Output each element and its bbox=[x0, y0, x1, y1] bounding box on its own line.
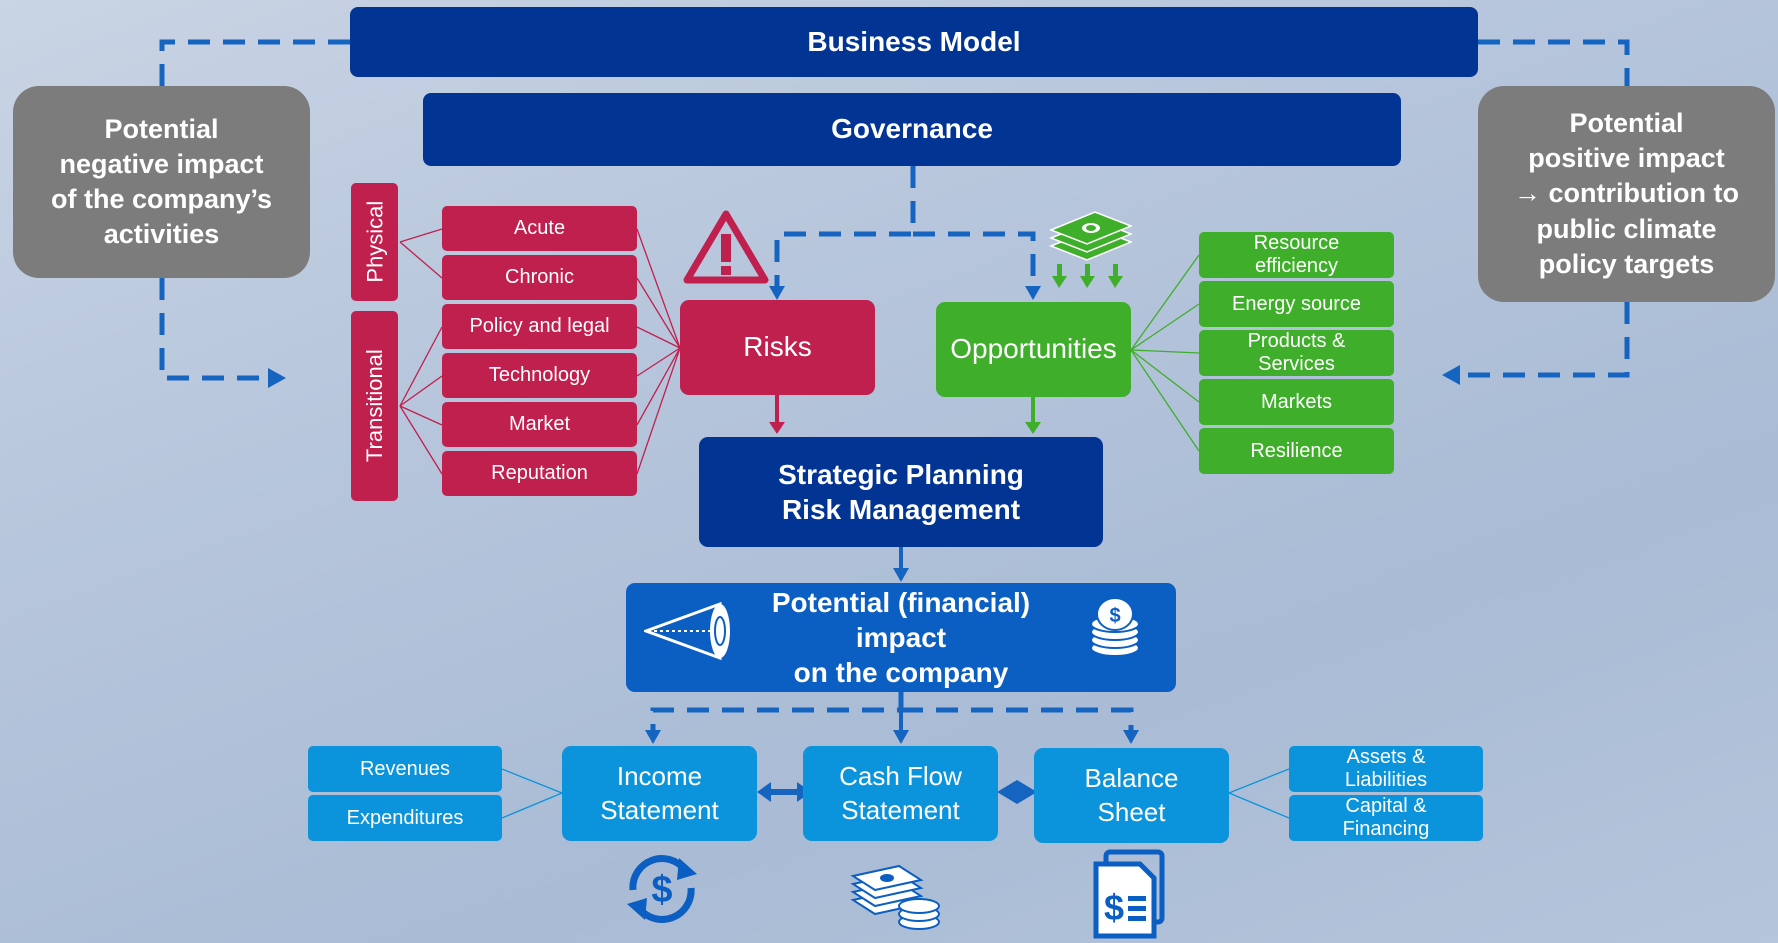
risk-item-policy-legal: Policy and legal bbox=[442, 304, 637, 349]
physical-group-label: Physical bbox=[351, 183, 398, 301]
opportunity-item-energy-source: Energy source bbox=[1199, 281, 1394, 327]
money-stack-icon bbox=[1048, 211, 1134, 288]
risk-item-technology: Technology bbox=[442, 353, 637, 398]
cashflow-statement-label: Cash Flow Statement bbox=[839, 760, 962, 825]
svg-text:$: $ bbox=[651, 869, 672, 911]
svg-text:$: $ bbox=[1104, 887, 1124, 928]
income-item-revenues: Revenues bbox=[308, 746, 502, 792]
risk-item-market: Market bbox=[442, 402, 637, 447]
balance-item-capital-financing: Capital & Financing bbox=[1289, 795, 1483, 841]
opportunity-item-resilience: Resilience bbox=[1199, 428, 1394, 474]
governance-label: Governance bbox=[831, 113, 993, 145]
negative-impact-box: Potential negative impact of the company… bbox=[13, 86, 310, 278]
risk-item-chronic: Chronic bbox=[442, 255, 637, 300]
risks-box: Risks bbox=[680, 300, 875, 395]
opportunity-item-products-services: Products & Services bbox=[1199, 330, 1394, 376]
opportunity-item-markets: Markets bbox=[1199, 379, 1394, 425]
risk-item-acute: Acute bbox=[442, 206, 637, 251]
positive-impact-box: Potential positive impact → contribution… bbox=[1478, 86, 1775, 302]
income-statement-box: Income Statement bbox=[562, 746, 757, 841]
governance-box: Governance bbox=[423, 93, 1401, 166]
strategic-planning-box: Strategic Planning Risk Management bbox=[699, 437, 1103, 547]
dollar-document-icon: $ bbox=[1093, 849, 1165, 939]
coin-stack-icon: $ bbox=[1090, 597, 1140, 657]
risks-label: Risks bbox=[743, 331, 812, 363]
income-statement-label: Income Statement bbox=[600, 760, 719, 825]
scenario-cone-icon bbox=[644, 601, 730, 661]
warning-icon bbox=[683, 210, 769, 284]
opportunities-box: Opportunities bbox=[936, 302, 1131, 397]
balance-sheet-box: Balance Sheet bbox=[1034, 748, 1229, 843]
cashflow-statement-box: Cash Flow Statement bbox=[803, 746, 998, 841]
balance-item-assets-liabilities: Assets & Liabilities bbox=[1289, 746, 1483, 792]
negative-impact-label: Potential negative impact of the company… bbox=[50, 113, 273, 250]
svg-text:$: $ bbox=[1109, 605, 1120, 627]
business-model-label: Business Model bbox=[807, 25, 1021, 57]
opportunities-label: Opportunities bbox=[950, 333, 1117, 365]
opportunity-item-resource-efficiency: Resource efficiency bbox=[1199, 232, 1394, 278]
strategic-planning-label: Strategic Planning Risk Management bbox=[778, 459, 1024, 525]
transitional-group-label: Transitional bbox=[351, 311, 398, 501]
income-item-expenditures: Expenditures bbox=[308, 795, 502, 841]
positive-impact-label: Potential positive impact → contribution… bbox=[1514, 108, 1739, 279]
business-model-box: Business Model bbox=[350, 7, 1478, 77]
dollar-cycle-icon: $ bbox=[627, 855, 697, 923]
balance-sheet-label: Balance Sheet bbox=[1084, 762, 1179, 827]
cash-coins-icon bbox=[850, 864, 940, 930]
financial-impact-label: Potential (financial) impact on the comp… bbox=[771, 587, 1031, 688]
risk-item-reputation: Reputation bbox=[442, 451, 637, 496]
